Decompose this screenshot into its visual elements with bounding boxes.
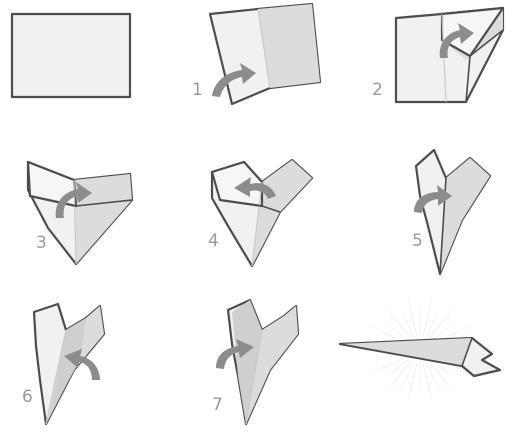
step-5-narrow-fold: 5 bbox=[412, 150, 490, 274]
step-number: 1 bbox=[192, 80, 203, 100]
step-8-finished-airplane bbox=[340, 290, 500, 411]
step-4-fold-over: 4 bbox=[208, 160, 312, 266]
step-7-fold-other-wing: 7 bbox=[212, 300, 298, 424]
step-2-fold-corners: 2 bbox=[372, 8, 503, 102]
step-number: 5 bbox=[412, 231, 423, 251]
step-number: 3 bbox=[36, 233, 47, 253]
step-number: 7 bbox=[212, 395, 223, 415]
step-number: 6 bbox=[22, 387, 33, 407]
paper-sheet bbox=[12, 14, 130, 97]
step-number: 4 bbox=[208, 231, 219, 251]
step-number: 2 bbox=[372, 80, 383, 100]
step-1-fold-in-half: 1 bbox=[192, 4, 320, 104]
step-6-fold-wing: 6 bbox=[22, 304, 104, 424]
step-3-fold-sides: 3 bbox=[28, 162, 132, 264]
step-0-flat-sheet bbox=[12, 14, 130, 97]
